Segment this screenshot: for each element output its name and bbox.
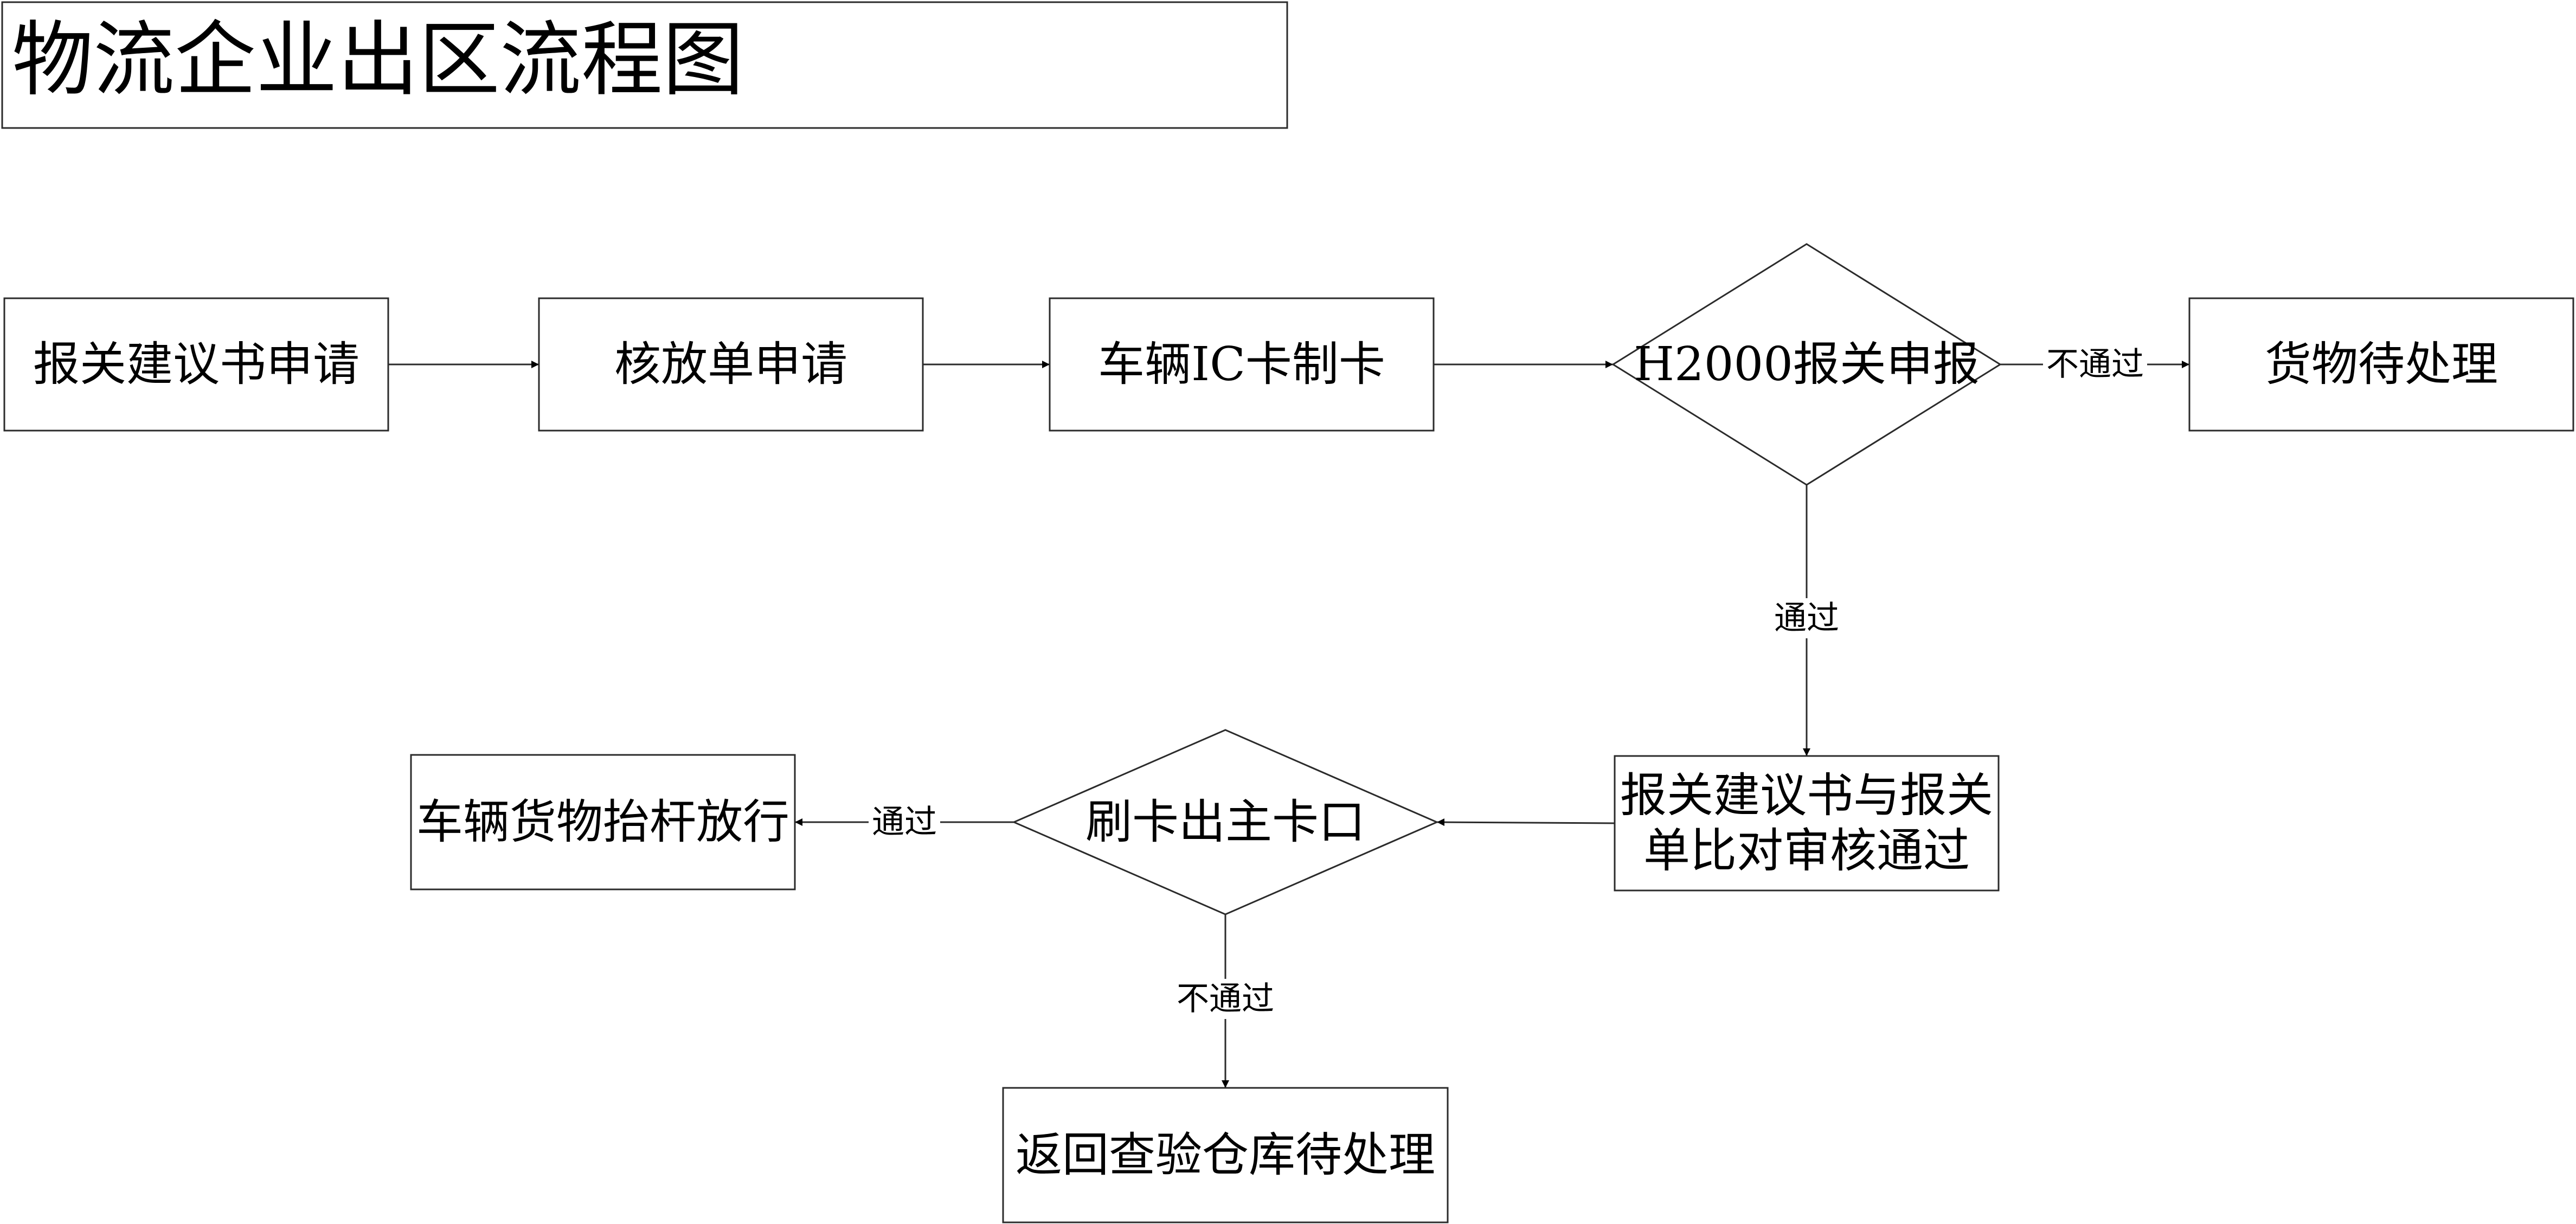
edge-label-bg — [869, 802, 940, 842]
node-n9: 返回查验仓库待处理 — [1002, 1087, 1449, 1223]
edge-label-bg — [2043, 344, 2147, 384]
node-n4: H2000报关申报 — [1611, 243, 2002, 486]
process-box — [3, 297, 389, 432]
edge-n6-n7 — [1436, 818, 1615, 826]
decision-diamond — [1611, 243, 2002, 486]
node-label: 核放单申请 — [614, 337, 847, 392]
process-box — [1002, 1087, 1449, 1223]
node-label: 车辆货物抬杆放行 — [416, 795, 789, 849]
process-box — [410, 754, 796, 890]
node-n8: 车辆货物抬杆放行 — [410, 754, 796, 890]
process-box — [2188, 297, 2574, 432]
node-label: 货物待处理 — [2265, 337, 2498, 392]
node-n3: 车辆IC卡制卡 — [1049, 297, 1435, 432]
decision-diamond — [1012, 729, 1439, 915]
node-label: 车辆IC卡制卡 — [1098, 337, 1385, 392]
edge-label: 通过 — [872, 803, 937, 841]
process-box — [1614, 755, 2000, 892]
page-title: 物流企业出区流程图 — [12, 13, 744, 107]
edge-label: 不通过 — [1177, 980, 1274, 1018]
node-label: 报关建议书与报关 — [1620, 768, 1993, 823]
node-n2: 核放单申请 — [538, 297, 924, 432]
node-n1: 报关建议书申请 — [3, 297, 389, 432]
node-label: H2000报关申报 — [1634, 337, 1980, 392]
node-n5: 货物待处理 — [2188, 297, 2574, 432]
node-n7: 刷卡出主卡口 — [1012, 729, 1439, 915]
title-box — [1, 1, 1288, 129]
node-label: 刷卡出主卡口 — [1085, 795, 1365, 849]
process-box — [1049, 297, 1435, 432]
edge-label: 不通过 — [2046, 345, 2144, 383]
edge-label-bg — [1771, 598, 1842, 638]
node-label: 返回查验仓库待处理 — [1016, 1128, 1435, 1182]
node-label: 报关建议书申请 — [33, 337, 359, 392]
node-label: 单比对审核通过 — [1643, 824, 1970, 878]
title-block: 物流企业出区流程图 — [1, 1, 1288, 129]
edge-label-bg — [1173, 979, 1277, 1019]
process-box — [538, 297, 924, 432]
edge-label: 通过 — [1774, 599, 1839, 637]
